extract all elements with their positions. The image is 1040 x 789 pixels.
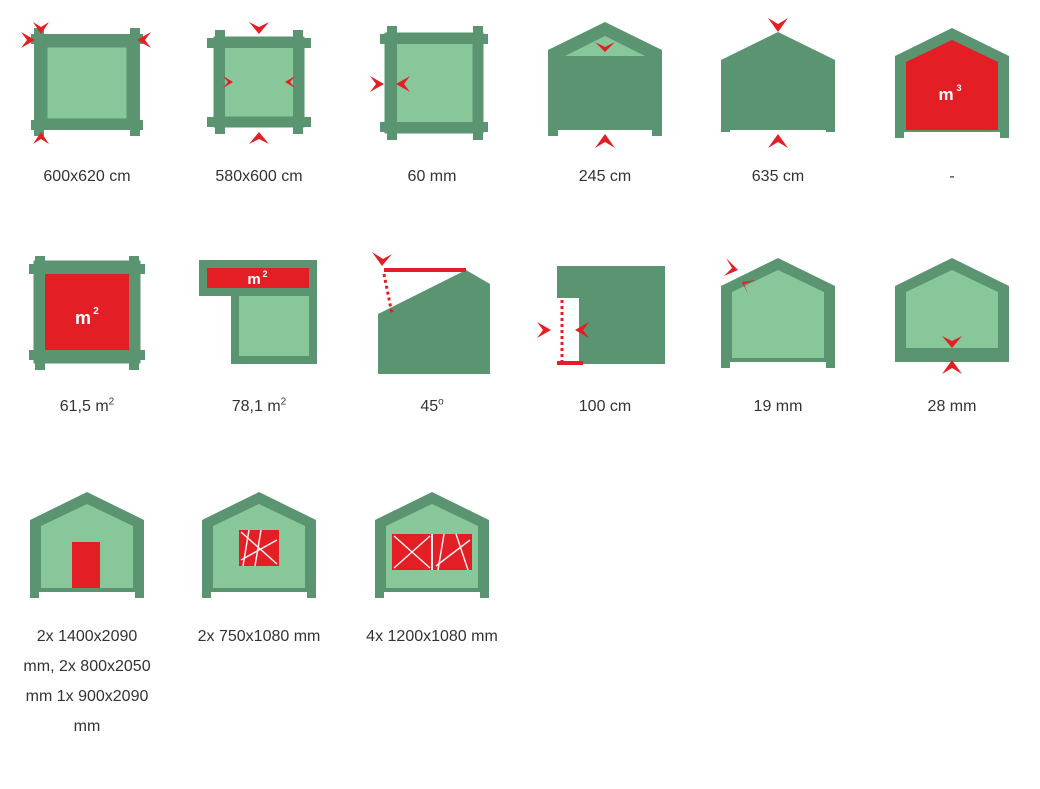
window-icon [202, 492, 316, 598]
spec-item-floor-area: m 2 61,5 m2 [1, 250, 173, 422]
spec-item-roof-thickness: 19 mm [692, 250, 864, 422]
inner-size-icon [207, 22, 311, 144]
svg-text:m: m [75, 308, 91, 328]
door-icon [30, 492, 144, 598]
foundation-outer-size-icon [21, 22, 151, 144]
volume-icon: m 3 [895, 28, 1009, 138]
spec-value: 4x 1200x1080 mm [366, 628, 498, 645]
svg-text:2: 2 [93, 306, 99, 317]
floor-thickness-icon [895, 258, 1009, 374]
roof-pitch-icon [372, 252, 490, 374]
svg-text:m: m [247, 271, 260, 288]
spec-item-wall-height: 245 cm [519, 20, 691, 192]
svg-text:3: 3 [956, 83, 961, 93]
spec-item-roof-pitch: 45o [346, 250, 518, 422]
svg-text:2: 2 [262, 269, 267, 279]
wall-height-icon [548, 22, 662, 148]
wall-thickness-icon [370, 26, 488, 140]
spec-item-ridge-height: 635 cm [692, 18, 864, 192]
spec-value: 100 cm [578, 398, 632, 415]
spec-value: 28 mm [927, 398, 977, 415]
spec-item-total-area: m 2 78,1 m2 [173, 250, 345, 422]
spec-item-outer-size: 600x620 cm [1, 20, 173, 192]
spec-item-overhang: 100 cm [519, 250, 691, 422]
total-area-icon: m 2 [199, 260, 317, 364]
spec-value: 635 cm [751, 168, 805, 185]
spec-item-volume: m 3 - [866, 20, 1038, 192]
spec-item-double-windows: 4x 1200x1080 mm [346, 480, 518, 652]
roof-thickness-icon [721, 258, 835, 368]
spec-value: 45o [420, 396, 444, 415]
spec-value: - [949, 168, 955, 185]
overhang-icon [537, 266, 665, 365]
spec-item-inner-size: 580x600 cm [173, 20, 345, 192]
spec-item-wall-thickness: 60 mm [346, 20, 518, 192]
spec-item-floor-thickness: 28 mm [866, 250, 1038, 422]
spec-value: 61,5 m2 [59, 396, 115, 415]
floor-area-icon: m 2 [29, 256, 145, 370]
spec-value: 19 mm [753, 398, 803, 415]
spec-item-doors: 2x 1400x2090 mm, 2x 800x2050 mm 1x 900x2… [1, 480, 173, 742]
spec-value: 78,1 m2 [231, 396, 287, 415]
spec-value: 580x600 cm [215, 168, 303, 185]
spec-value: 2x 1400x2090 mm, 2x 800x2050 mm 1x 900x2… [23, 628, 151, 735]
svg-text:m: m [938, 85, 953, 104]
spec-value: 245 cm [578, 168, 632, 185]
spec-value: 60 mm [407, 168, 457, 185]
ridge-height-icon [721, 18, 835, 148]
spec-value: 600x620 cm [43, 168, 131, 185]
spec-value: 2x 750x1080 mm [197, 628, 321, 645]
double-window-icon [375, 492, 489, 598]
spec-item-windows: 2x 750x1080 mm [173, 480, 345, 652]
